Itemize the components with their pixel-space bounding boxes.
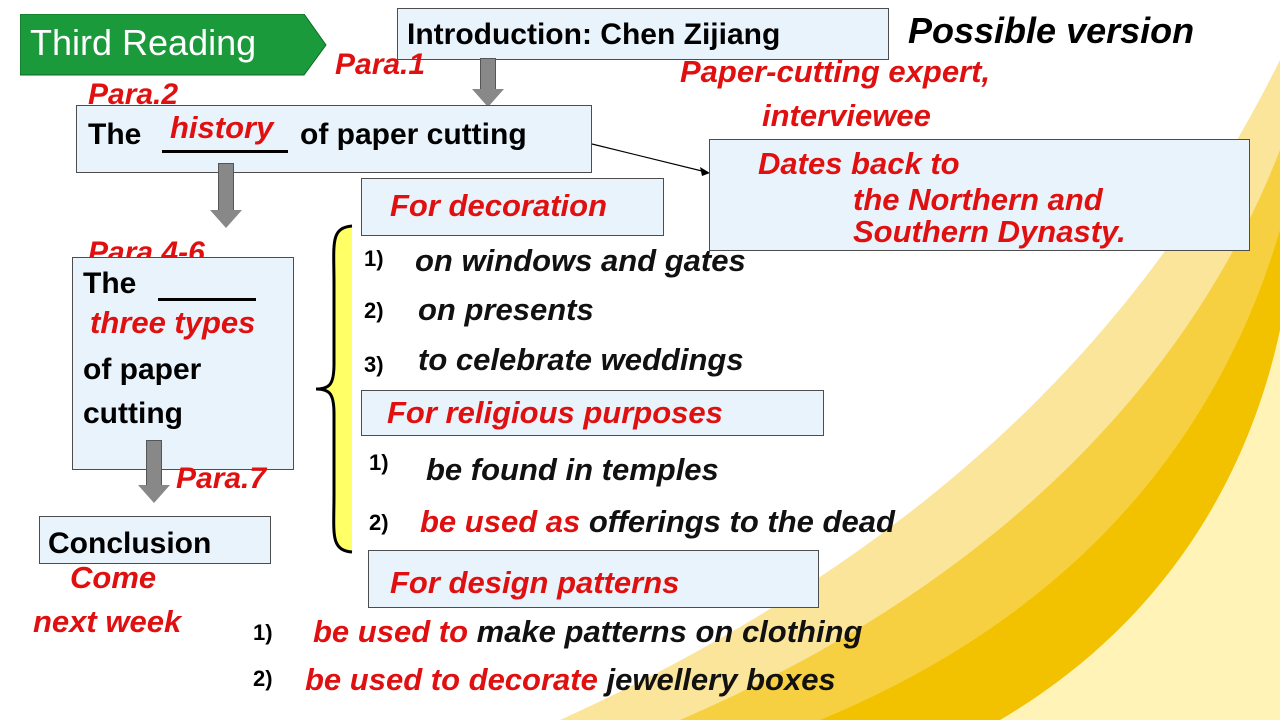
religious-heading: For religious purposes [387, 395, 723, 430]
design-item-1-text: make patterns on clothing [476, 614, 863, 649]
decoration-item-3-num: 3) [364, 352, 384, 377]
types-line2: of paper [83, 353, 202, 386]
design-heading: For design patterns [390, 565, 680, 600]
history-suffix: of paper cutting [300, 118, 527, 151]
design-item-1-num: 1) [253, 620, 273, 645]
arrow-down-history [210, 163, 242, 228]
para1-label: Para.1 [335, 48, 426, 81]
design-item-2: be used to decorate jewellery boxes [305, 662, 836, 698]
decoration-item-1-num: 1) [364, 246, 384, 271]
dates-box [709, 139, 1250, 251]
intro-answer2: interviewee [762, 98, 931, 133]
design-item-2-text: jewellery boxes [606, 662, 836, 697]
religious-item-2: be used as offerings to the dead [420, 504, 895, 540]
history-prefix: The [88, 118, 142, 151]
religious-item-2-text: offerings to the dead [588, 504, 895, 539]
arrow-down-intro [472, 58, 504, 107]
types-box [72, 257, 294, 470]
types-blank-line [158, 298, 256, 301]
decoration-item-2-num: 2) [364, 298, 384, 323]
history-blank-answer: history [170, 110, 274, 145]
conclusion-label: Conclusion [48, 527, 212, 560]
design-item-2-num: 2) [253, 666, 273, 691]
design-item-1: be used to make patterns on clothing [313, 614, 862, 650]
decoration-heading-box [361, 178, 664, 236]
third-reading-tag: Third Reading [30, 22, 257, 63]
dates-line1: Dates back to [758, 146, 960, 181]
decoration-item-1: on windows and gates [415, 243, 746, 278]
religious-item-1-num: 1) [369, 450, 389, 475]
history-box [76, 105, 592, 173]
intro-answer: Paper-cutting expert, [680, 54, 991, 89]
religious-item-2-red: be used as [420, 504, 581, 539]
religious-item-2-num: 2) [369, 510, 389, 535]
decoration-item-3: to celebrate weddings [418, 342, 744, 377]
religious-heading-box [361, 390, 824, 436]
tag-shape [20, 14, 327, 76]
design-heading-box [368, 550, 819, 608]
history-blank-line [162, 150, 288, 153]
design-item-1-red: be used to [313, 614, 469, 649]
connector-line [591, 143, 710, 176]
intro-label: Introduction: Chen Zijiang [407, 18, 781, 51]
decoration-heading: For decoration [390, 188, 608, 223]
intro-box [397, 8, 889, 60]
types-prefix: The [83, 267, 137, 300]
conclusion-answer1: Come [70, 560, 157, 595]
intro-name: Chen Zijiang [600, 18, 781, 51]
dates-line3: Southern Dynasty. [853, 214, 1126, 249]
dates-line2: the Northern and [853, 182, 1103, 217]
conclusion-box [39, 516, 271, 564]
conclusion-answer2: next week [33, 604, 182, 639]
para7-label: Para.7 [176, 462, 267, 495]
types-blank-answer: three types [90, 305, 256, 340]
arrow-down-types [138, 440, 170, 503]
possible-version: Possible version [908, 10, 1195, 51]
religious-item-1: be found in temples [426, 452, 719, 487]
design-item-2-red: be used to decorate [305, 662, 598, 697]
brace-bracket [315, 224, 353, 554]
types-line3: cutting [83, 397, 183, 430]
decoration-item-2: on presents [418, 292, 594, 327]
